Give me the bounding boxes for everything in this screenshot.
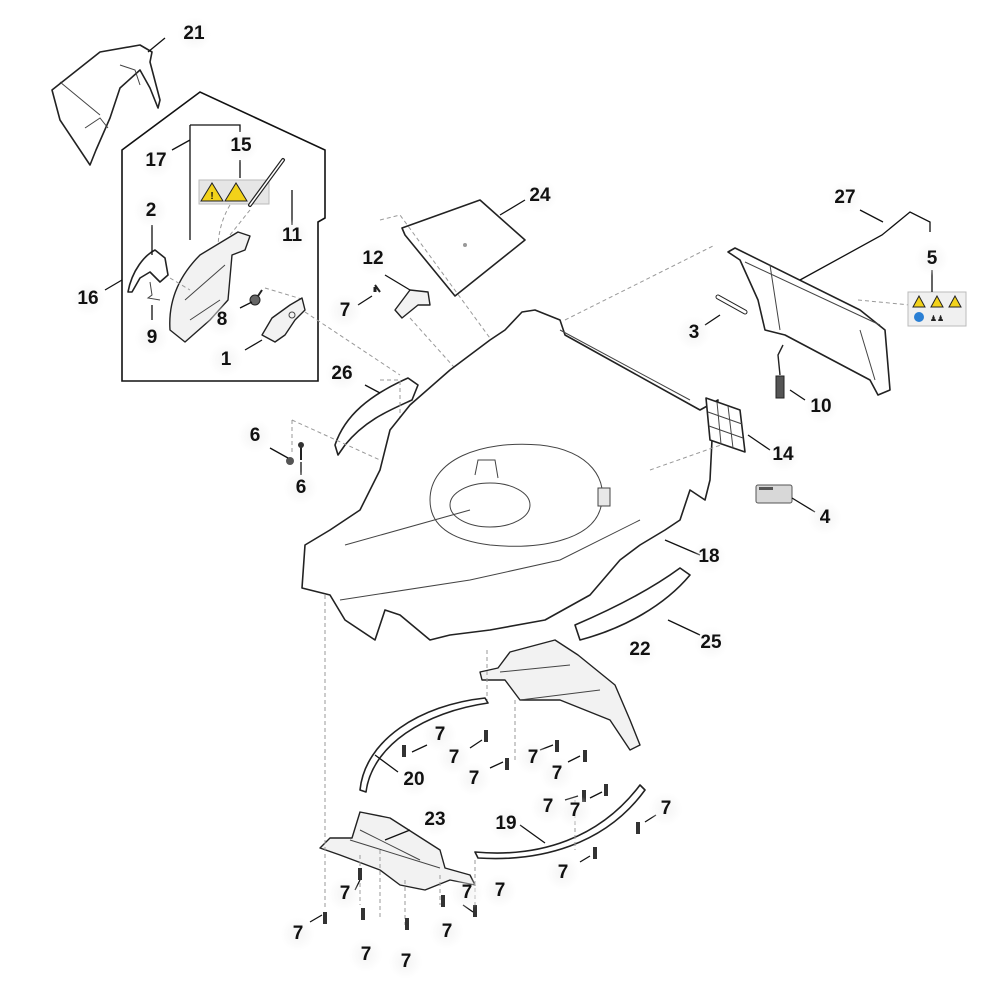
callout-9[interactable]: 9 — [146, 327, 158, 348]
svg-text:!: ! — [210, 191, 213, 202]
callout-6-a[interactable]: 6 — [249, 425, 261, 446]
part-27-rear-flap[interactable] — [727, 247, 891, 396]
part-12-clip[interactable] — [394, 289, 431, 319]
callout-4[interactable]: 4 — [819, 507, 831, 528]
callout-7-q[interactable]: 7 — [461, 882, 473, 903]
part-2-lever[interactable] — [127, 249, 169, 293]
callout-16[interactable]: 16 — [77, 288, 99, 309]
part-10-spring[interactable] — [775, 344, 785, 399]
part-11-rod[interactable] — [248, 158, 285, 207]
callout-22[interactable]: 22 — [629, 639, 651, 660]
part-1-bracket[interactable] — [261, 297, 306, 343]
callout-15[interactable]: 15 — [230, 135, 252, 156]
callout-7-f[interactable]: 7 — [551, 763, 563, 784]
callout-7-a[interactable]: 7 — [339, 300, 351, 321]
callout-10[interactable]: 10 — [810, 396, 832, 417]
callout-17[interactable]: 17 — [145, 150, 167, 171]
part-21-flap[interactable] — [51, 44, 161, 166]
callout-7-l[interactable]: 7 — [292, 923, 304, 944]
part-19-curved-strip[interactable] — [474, 784, 646, 860]
callout-19[interactable]: 19 — [495, 813, 517, 834]
callout-25[interactable]: 25 — [700, 632, 722, 653]
callout-11[interactable]: 11 — [281, 225, 303, 246]
part-14-grate[interactable] — [705, 397, 746, 453]
part-4-nameplate[interactable] — [755, 484, 793, 504]
callout-7-b[interactable]: 7 — [434, 724, 446, 745]
callout-12[interactable]: 12 — [362, 248, 384, 269]
callout-23[interactable]: 23 — [424, 809, 446, 830]
part-23-skid[interactable] — [319, 811, 476, 891]
part-8-knob[interactable] — [249, 289, 263, 306]
callout-7-j[interactable]: 7 — [557, 862, 569, 883]
part-9-spring — [146, 281, 161, 301]
callout-18[interactable]: 18 — [698, 546, 720, 567]
callout-26[interactable]: 26 — [331, 363, 353, 384]
callout-7-h[interactable]: 7 — [569, 800, 581, 821]
callout-3[interactable]: 3 — [688, 322, 700, 343]
svg-text:♟♟: ♟♟ — [930, 314, 944, 323]
callout-7-i[interactable]: 7 — [660, 798, 672, 819]
assembly-frame-16 — [121, 91, 326, 382]
callout-6-b[interactable]: 6 — [295, 477, 307, 498]
callout-21[interactable]: 21 — [183, 23, 205, 44]
callout-7-p[interactable]: 7 — [494, 880, 506, 901]
part-17-cover[interactable] — [169, 231, 251, 343]
callout-7-c[interactable]: 7 — [448, 747, 460, 768]
screws-7[interactable] — [323, 287, 640, 930]
callout-24[interactable]: 24 — [529, 185, 551, 206]
callout-7-o[interactable]: 7 — [441, 921, 453, 942]
callout-27[interactable]: 27 — [834, 187, 856, 208]
callout-7-k[interactable]: 7 — [339, 883, 351, 904]
part-26-trim[interactable] — [334, 377, 419, 456]
callout-8[interactable]: 8 — [216, 309, 228, 330]
safety-label-5[interactable]: ♟♟ — [907, 291, 967, 327]
callout-7-g[interactable]: 7 — [542, 796, 554, 817]
part-24-plate[interactable] — [401, 199, 526, 297]
callout-5[interactable]: 5 — [926, 248, 938, 269]
part-6-fasteners[interactable] — [286, 442, 304, 465]
part-22-baffle[interactable] — [479, 639, 641, 751]
callout-1[interactable]: 1 — [220, 349, 232, 370]
part-3-pin[interactable] — [715, 294, 748, 315]
callout-7-e[interactable]: 7 — [527, 747, 539, 768]
callout-2[interactable]: 2 — [145, 200, 157, 221]
callout-14[interactable]: 14 — [772, 444, 794, 465]
callout-7-d[interactable]: 7 — [468, 768, 480, 789]
callout-20[interactable]: 20 — [403, 769, 425, 790]
callout-7-n[interactable]: 7 — [400, 951, 412, 972]
part-25-bumper-strip[interactable] — [574, 567, 691, 641]
callout-7-m[interactable]: 7 — [360, 944, 372, 965]
